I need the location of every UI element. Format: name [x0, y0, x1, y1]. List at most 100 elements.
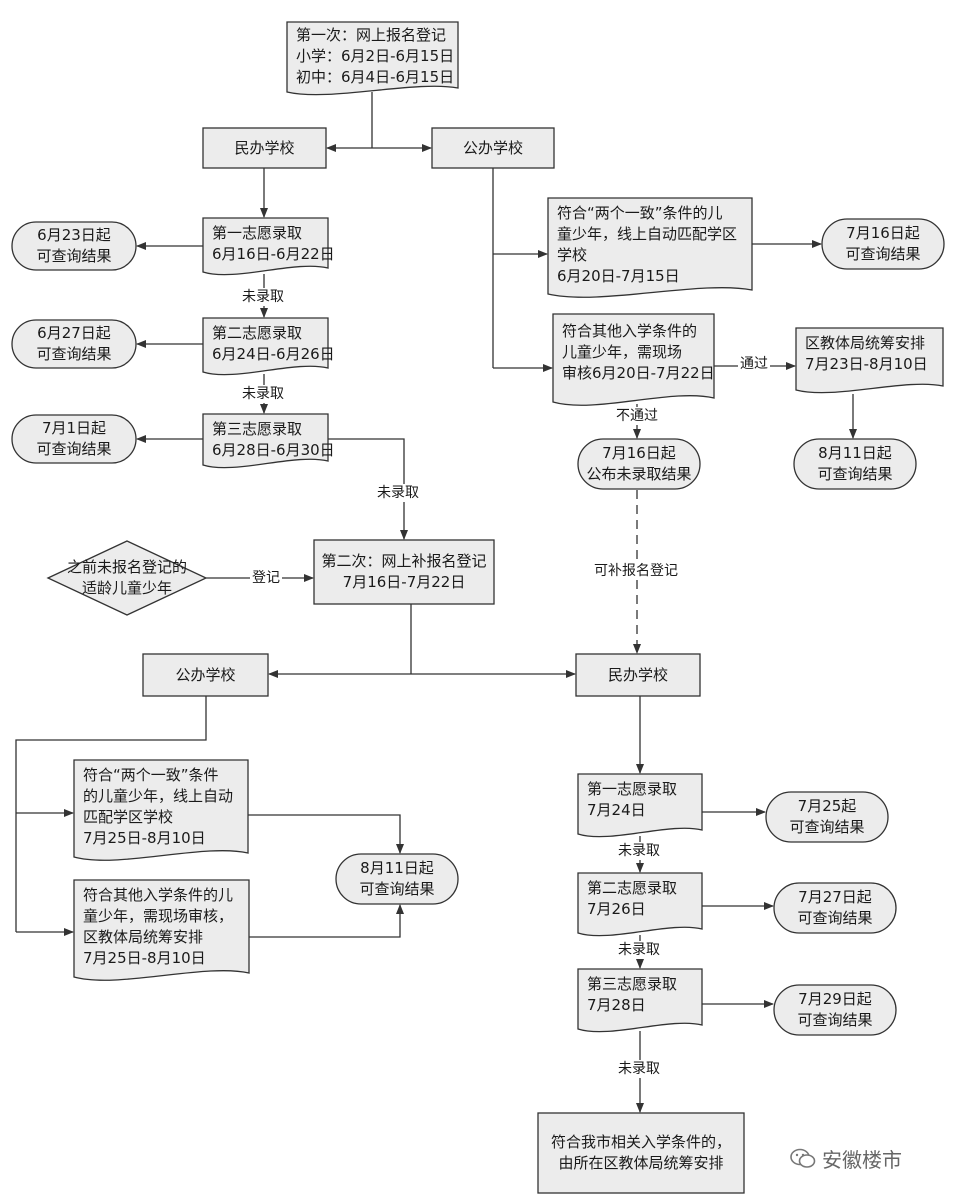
private-r1-choice3-box: 第三志愿录取 6月28日-6月30日: [203, 414, 335, 462]
private-r2-result3-box: 7月29日起 可查询结果: [774, 985, 896, 1035]
label-register: 登记: [250, 569, 282, 587]
public-r1-onsite-line-2: 儿童少年，需现场: [562, 343, 683, 361]
unregistered-line-2: 适龄儿童少年: [81, 579, 172, 597]
public-r1-district-box: 区教体局统筹安排 7月23日-8月10日: [796, 328, 943, 384]
public-r2-onsite-date: 7月25日-8月10日: [83, 949, 206, 967]
private-r2-choice1-date: 7月24日: [587, 801, 646, 819]
public-r1-match-result-shape: [821, 218, 945, 270]
private-r1-result2-date: 6月27日起: [37, 324, 111, 342]
public-r2-match-line-1: 符合“两个一致”条件: [83, 766, 219, 784]
private-r2-choice1-box: 第一志愿录取 7月24日: [578, 774, 702, 830]
private-r1-choice1-title: 第一志愿录取: [212, 224, 303, 242]
private-r2-result2-box: 7月27日起 可查询结果: [774, 883, 896, 933]
private-r2-final-box: 符合我市相关入学条件的， 由所在区教体局统筹安排: [538, 1113, 744, 1193]
first-registration-line-3: 初中：6月4日-6月15日: [296, 67, 455, 86]
private-r1-result2-box: 6月27日起 可查询结果: [12, 320, 136, 368]
private-r1-result3-box: 7月1日起 可查询结果: [12, 415, 136, 463]
public-r1-match-result-text: 可查询结果: [845, 245, 921, 263]
first-registration-line-2: 小学：6月2日-6月15日: [296, 46, 455, 65]
public-r1-unadmitted-shape: [577, 438, 701, 490]
private-r2-result3-date: 7月29日起: [798, 990, 872, 1008]
private-r1-result1-box: 6月23日起 可查询结果: [12, 222, 136, 270]
second-registration-box: 第二次：网上补报名登记 7月16日-7月22日: [314, 540, 494, 604]
second-registration-date: 7月16日-7月22日: [342, 573, 466, 591]
public-r1-district-result-date: 8月11日起: [818, 444, 892, 462]
public-school-1-label: 公办学校: [462, 138, 523, 157]
private-r1-choice1-box: 第一志愿录取 6月16日-6月22日: [203, 218, 335, 268]
label-not-admitted-r2-1: 未录取: [616, 842, 662, 860]
public-r2-result-text: 可查询结果: [359, 880, 435, 898]
unregistered-line-1: 之前未报名登记的: [66, 558, 187, 576]
private-r2-choice2-date: 7月26日: [587, 900, 646, 918]
conn-choice3-reg2: [328, 438, 408, 540]
private-r2-final-line-2: 由所在区教体局统筹安排: [558, 1154, 724, 1172]
second-registration-shape: [313, 539, 495, 605]
private-school-2-label: 民办学校: [607, 665, 668, 684]
public-r1-match-line-2: 童少年，线上自动匹配学区: [557, 225, 738, 243]
private-r2-choice3-date: 7月28日: [587, 996, 646, 1014]
wechat-icon: [790, 1148, 816, 1168]
public-school-2-shape: [142, 653, 269, 697]
public-r2-match-line-3: 匹配学区学校: [83, 808, 174, 826]
public-r1-onsite-line-1: 符合其他入学条件的: [562, 322, 698, 340]
public-r1-district-line-1: 区教体局统筹安排: [805, 334, 926, 352]
public-r2-onsite-box: 符合其他入学条件的儿 童少年，需现场审核， 区教体局统筹安排 7月25日-8月1…: [74, 880, 249, 970]
public-r1-onsite-shape: [552, 313, 715, 406]
conn-public2-trunk: [15, 696, 207, 932]
unregistered-children-box: 之前未报名登记的 适龄儿童少年: [60, 555, 194, 601]
private-r2-final-shape: [537, 1112, 745, 1194]
private-school-1-box: 民办学校: [203, 128, 326, 168]
public-r2-result-date: 8月11日起: [360, 859, 434, 877]
private-r1-choice3-date: 6月28日-6月30日: [212, 441, 335, 459]
public-r2-match-shape: [73, 759, 249, 861]
conn-r2match-result: [248, 814, 404, 854]
public-r2-result-box: 8月11日起 可查询结果: [336, 854, 458, 904]
label-fail: 不通过: [614, 407, 660, 425]
label-not-admitted-r2-3: 未录取: [616, 1060, 662, 1078]
private-r1-choice3-title: 第三志愿录取: [212, 420, 303, 438]
public-r2-onsite-line-3: 区教体局统筹安排: [83, 928, 204, 946]
public-r1-unadmitted-box: 7月16日起 公布未录取结果: [578, 439, 700, 489]
private-r2-result2-shape: [773, 882, 897, 934]
private-r1-choice2-shape: [202, 317, 329, 376]
private-school-2-box: 民办学校: [576, 654, 700, 696]
public-r2-onsite-shape: [73, 879, 250, 981]
public-r1-match-shape: [547, 197, 753, 298]
public-r1-unadmitted-text: 公布未录取结果: [586, 465, 692, 483]
label-not-admitted-3: 未录取: [375, 484, 421, 502]
private-r2-choice2-box: 第二志愿录取 7月26日: [578, 873, 702, 929]
private-r1-result2-text: 可查询结果: [36, 345, 112, 363]
public-r1-unadmitted-date: 7月16日起: [602, 444, 676, 462]
private-r2-choice2-shape: [577, 872, 703, 937]
private-r1-choice2-title: 第二志愿录取: [212, 324, 303, 342]
public-r1-district-result-shape: [793, 438, 917, 490]
private-r1-result3-text: 可查询结果: [36, 440, 112, 458]
private-r1-choice2-date: 6月24日-6月26日: [212, 345, 335, 363]
private-school-1-label: 民办学校: [234, 138, 295, 157]
public-r2-onsite-line-2: 童少年，需现场审核，: [83, 907, 234, 925]
public-r1-onsite-line-3: 审核6月20日-7月22日: [562, 364, 715, 382]
public-r1-district-shape: [795, 327, 944, 394]
label-pass: 通过: [738, 355, 770, 373]
private-r2-choice1-title: 第一志愿录取: [587, 780, 678, 798]
label-supplement: 可补报名登记: [592, 562, 680, 580]
public-school-2-box: 公办学校: [143, 654, 268, 696]
private-r2-choice2-title: 第二志愿录取: [587, 879, 678, 897]
label-not-admitted-1: 未录取: [240, 288, 286, 306]
public-r1-match-box: 符合“两个一致”条件的儿 童少年，线上自动匹配学区 学校 6月20日-7月15日: [548, 198, 752, 286]
public-r1-district-result-box: 8月11日起 可查询结果: [794, 439, 916, 489]
first-registration-line-1: 第一次：网上报名登记: [296, 25, 447, 44]
private-r1-choice1-date: 6月16日-6月22日: [212, 245, 335, 263]
private-r2-result1-date: 7月25起: [797, 797, 857, 815]
first-registration-box: 第一次：网上报名登记 小学：6月2日-6月15日 初中：6月4日-6月15日: [287, 24, 458, 88]
private-r2-result1-text: 可查询结果: [789, 818, 865, 836]
label-not-admitted-r2-2: 未录取: [616, 941, 662, 959]
private-r2-result3-shape: [773, 984, 897, 1036]
private-r2-choice3-box: 第三志愿录取 7月28日: [578, 969, 702, 1025]
public-r1-match-result-box: 7月16日起 可查询结果: [822, 219, 944, 269]
second-registration-line-1: 第二次：网上补报名登记: [321, 552, 487, 570]
watermark: 安徽楼市: [790, 1144, 902, 1173]
private-r1-result1-text: 可查询结果: [36, 247, 112, 265]
private-r2-result3-text: 可查询结果: [797, 1011, 873, 1029]
public-r1-district-date: 7月23日-8月10日: [805, 355, 928, 373]
